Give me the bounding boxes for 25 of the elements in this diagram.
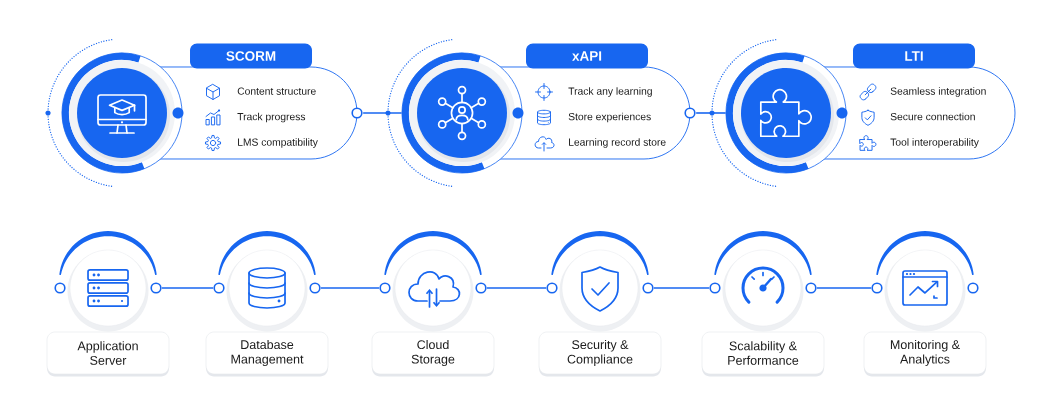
item-label: Store experiences	[568, 112, 651, 123]
connector-line	[362, 112, 403, 114]
heading-tab: SCORM	[190, 43, 312, 69]
label-card: Cloud Storage	[371, 331, 495, 377]
item-label: Seamless integration	[890, 87, 986, 97]
item-label: Secure connection	[890, 112, 975, 121]
label-card: Scalability & Performance	[701, 331, 825, 377]
item-label: Content structure	[237, 87, 316, 95]
connector-line	[161, 287, 214, 289]
connector-line	[653, 287, 710, 289]
label-card: Monitoring & Analytics	[863, 331, 987, 377]
item-label: Learning record store	[569, 138, 666, 148]
label-card: Database Management	[205, 331, 329, 377]
item-label: Tool interoperability	[890, 138, 979, 148]
item-label: Track any learning	[568, 87, 652, 97]
connector-line	[816, 287, 872, 289]
connector-line	[695, 112, 727, 114]
heading-tab: LTI	[853, 43, 975, 69]
connector-line	[486, 287, 547, 289]
item-label: LMS compatibility	[238, 138, 318, 148]
item-label: Track progress	[237, 112, 306, 123]
label-card: Application Server	[46, 331, 170, 377]
label-card: Security & Compliance	[538, 331, 662, 377]
connector-line	[320, 287, 380, 289]
heading-tab: xAPI	[526, 43, 648, 69]
